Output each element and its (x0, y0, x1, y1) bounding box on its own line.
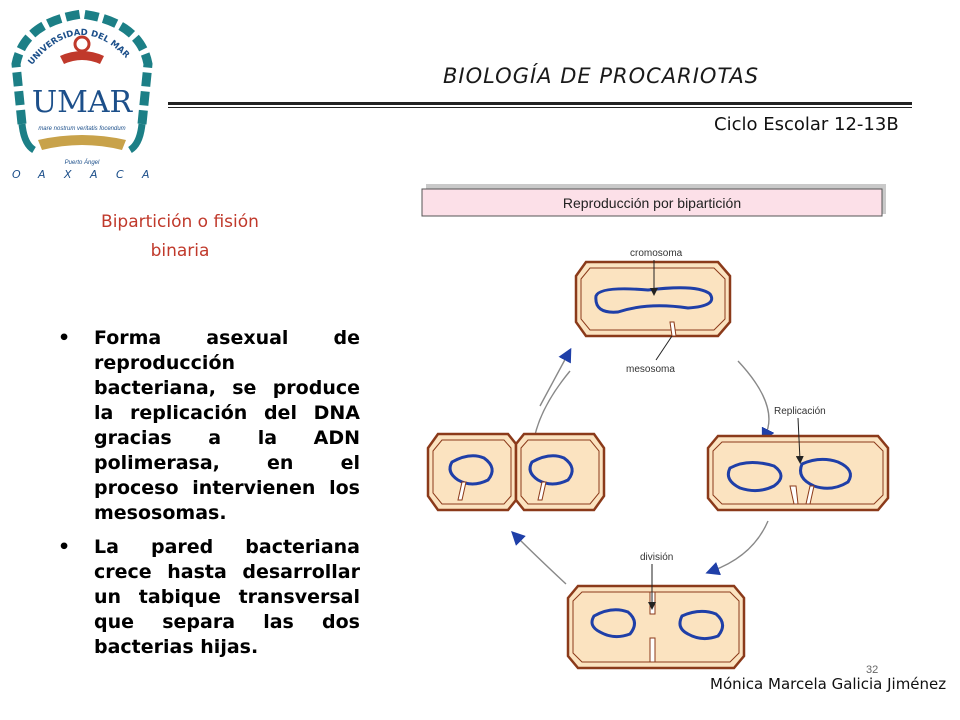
logo-location: Puerto Ángel (65, 159, 100, 166)
mesosome (669, 321, 677, 337)
septum (649, 637, 656, 663)
label-mesosome: mesosoma (626, 364, 675, 375)
bullet-item: • Forma asexual de reproducción bacterian… (58, 326, 360, 526)
figure-title: Reproducción por bipartición (563, 195, 741, 211)
chromosome (590, 608, 636, 639)
bullet-text: La pared bacteriana crece hasta desarrol… (94, 536, 360, 658)
chromosome (799, 457, 852, 490)
chromosome (726, 461, 783, 493)
bullet-text: Forma asexual de reproducción bacteriana… (94, 327, 360, 524)
label-replication: Replicación (774, 406, 826, 417)
bullet-marker: • (58, 536, 71, 558)
university-logo: UNIVERSIDAD DEL MAR UMAR mare nostrum ve… (11, 9, 153, 181)
cycle-arrow (737, 360, 775, 443)
label-division: división (640, 552, 673, 563)
bullet-item: • La pared bacteriana crece hasta desarro… (58, 535, 360, 660)
chromosome (594, 286, 714, 314)
bacterium-cell (706, 434, 890, 512)
svg-text:UNIVERSIDAD DEL MAR: UNIVERSIDAD DEL MAR (26, 28, 131, 67)
logo-letter: A (141, 168, 150, 181)
chromosome (448, 454, 494, 486)
logo-letter: A (37, 168, 46, 181)
header-rule-thin (168, 107, 912, 108)
course-title: BIOLOGÍA DE PROCARIOTAS (443, 64, 760, 88)
chromosome (678, 609, 724, 641)
mesosome (805, 485, 815, 505)
school-year: Ciclo Escolar 12-13B (714, 114, 899, 135)
bullet-list: • Forma asexual de reproducción bacterian… (58, 326, 360, 669)
logo-letter: C (116, 168, 124, 181)
cycle-arrow (705, 520, 769, 576)
logo-arc-text: UNIVERSIDAD DEL MAR (26, 28, 131, 67)
daughter-cell (514, 432, 606, 512)
slide-number: 32 (866, 664, 879, 676)
mesosome (537, 481, 547, 501)
chromosome (528, 454, 574, 486)
logo-letter: O (12, 168, 21, 181)
cycle-arrow (539, 347, 572, 407)
bacterium-cell (574, 260, 732, 338)
logo-letter: A (89, 168, 98, 181)
binary-fission-diagram: Reproducción por bipartición cromosoma m… (421, 184, 890, 670)
daughter-cell (426, 432, 518, 512)
slide-subtitle: Bipartición o fisión binaria (101, 212, 259, 261)
header-rule (168, 102, 912, 105)
mesosome (789, 485, 799, 505)
author-credit: Mónica Marcela Galicia Jiménez (710, 675, 947, 693)
bacterium-cell (566, 584, 746, 670)
logo-motto: mare nostrum veritatis focendum (38, 126, 125, 132)
mesosome (457, 481, 467, 501)
figure-title-bar (421, 188, 883, 217)
bullet-marker: • (58, 327, 71, 349)
logo-letter: X (63, 168, 72, 181)
label-chromosome: cromosoma (630, 248, 683, 259)
cycle-arrow (511, 531, 567, 585)
logo-monogram: UMAR (32, 85, 134, 120)
